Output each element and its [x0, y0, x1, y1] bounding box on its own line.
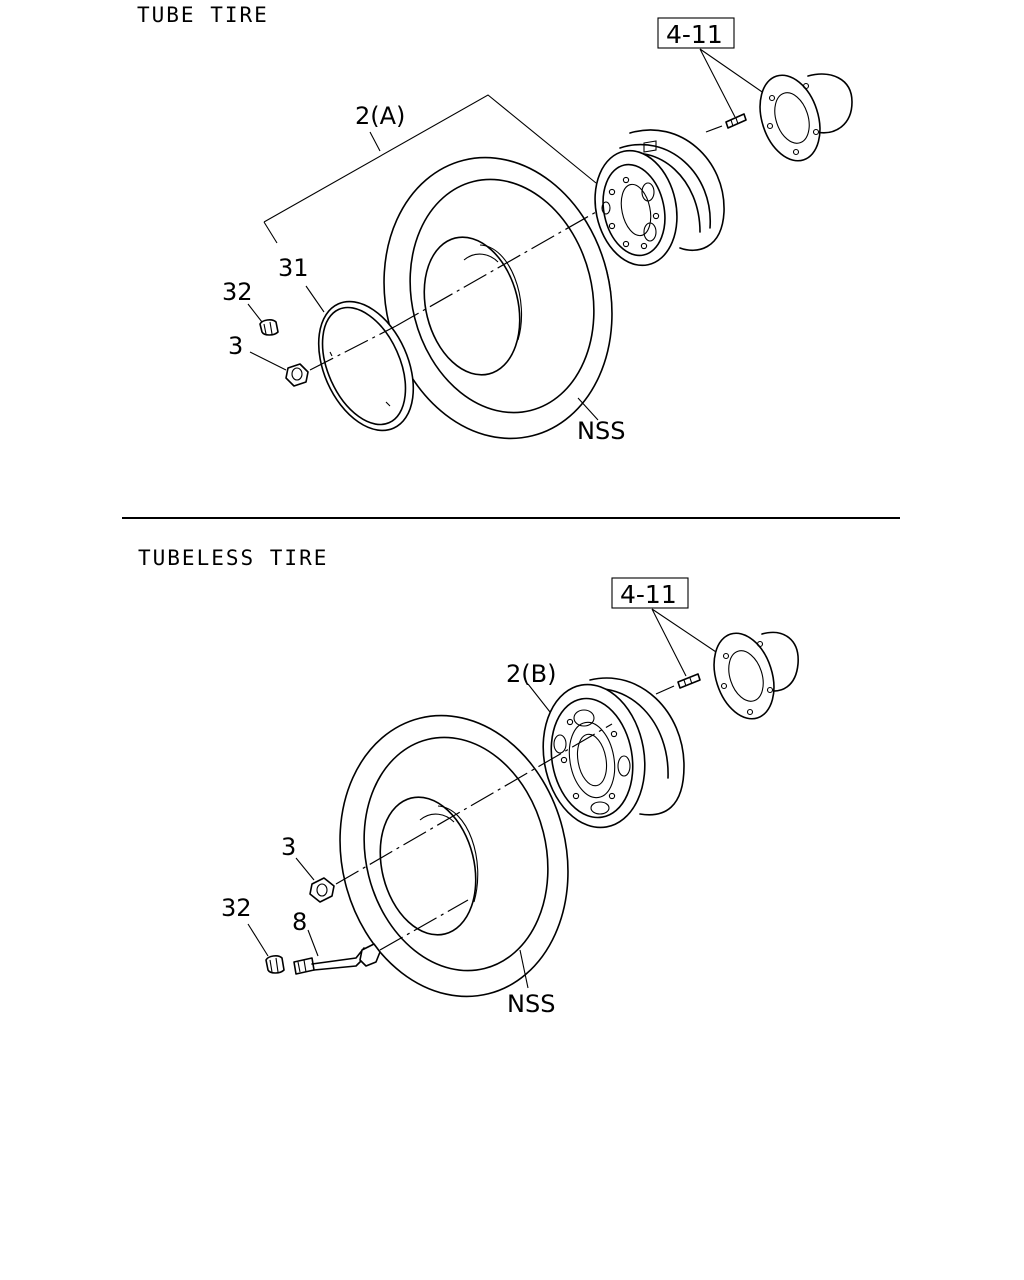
tubeless-wheel-stud — [655, 673, 701, 695]
tube-ref-box[interactable]: 4-11 — [657, 17, 735, 49]
tube-nut-3: 3 — [228, 325, 397, 387]
tubeless-label-tire: NSS — [507, 990, 555, 1018]
tube-tire-title: TUBE TIRE — [137, 3, 269, 27]
tubeless-hub — [713, 631, 799, 720]
tubeless-valve-8: 8 — [292, 899, 469, 975]
tubeless-wheel-2b: 2(B) — [506, 660, 685, 829]
tubeless-tire: NSS — [335, 714, 613, 1018]
tubeless-tire-section: TUBELESS TIRE 4-11 — [138, 546, 799, 1018]
tube-wheel-2a — [594, 129, 725, 267]
tube-wheel-bracket: 2(A) — [263, 94, 597, 244]
tube-wheel-stud — [705, 113, 747, 133]
tube-label-flap: 31 — [278, 254, 309, 282]
tubeless-nut-3: 3 — [281, 833, 335, 903]
tubeless-ref-box[interactable]: 4-11 — [611, 577, 689, 609]
tubeless-cap-32: 32 — [221, 894, 285, 974]
tube-label-wheel: 2(A) — [355, 102, 405, 130]
tubeless-label-valve: 8 — [292, 908, 307, 936]
tube-label-tire: NSS — [577, 417, 625, 445]
tube-label-nut: 3 — [228, 332, 243, 360]
tube-flap-31: 31 — [278, 254, 415, 432]
tube-label-cap: 32 — [222, 278, 253, 306]
tube-tire-section: TUBE TIRE 4-11 — [137, 3, 853, 445]
tubeless-ref-leaders — [651, 608, 723, 677]
tubeless-label-wheel: 2(B) — [506, 660, 556, 688]
tubeless-label-cap: 32 — [221, 894, 252, 922]
tubeless-tire-title: TUBELESS TIRE — [138, 546, 328, 570]
tube-ref-label: 4-11 — [666, 20, 723, 49]
tube-ref-leaders — [699, 48, 769, 118]
tube-hub — [759, 73, 853, 162]
tube-cap-32: 32 — [222, 278, 279, 336]
tubeless-label-nut: 3 — [281, 833, 296, 861]
tube-tire: NSS — [383, 156, 625, 445]
tubeless-ref-label: 4-11 — [620, 580, 677, 609]
